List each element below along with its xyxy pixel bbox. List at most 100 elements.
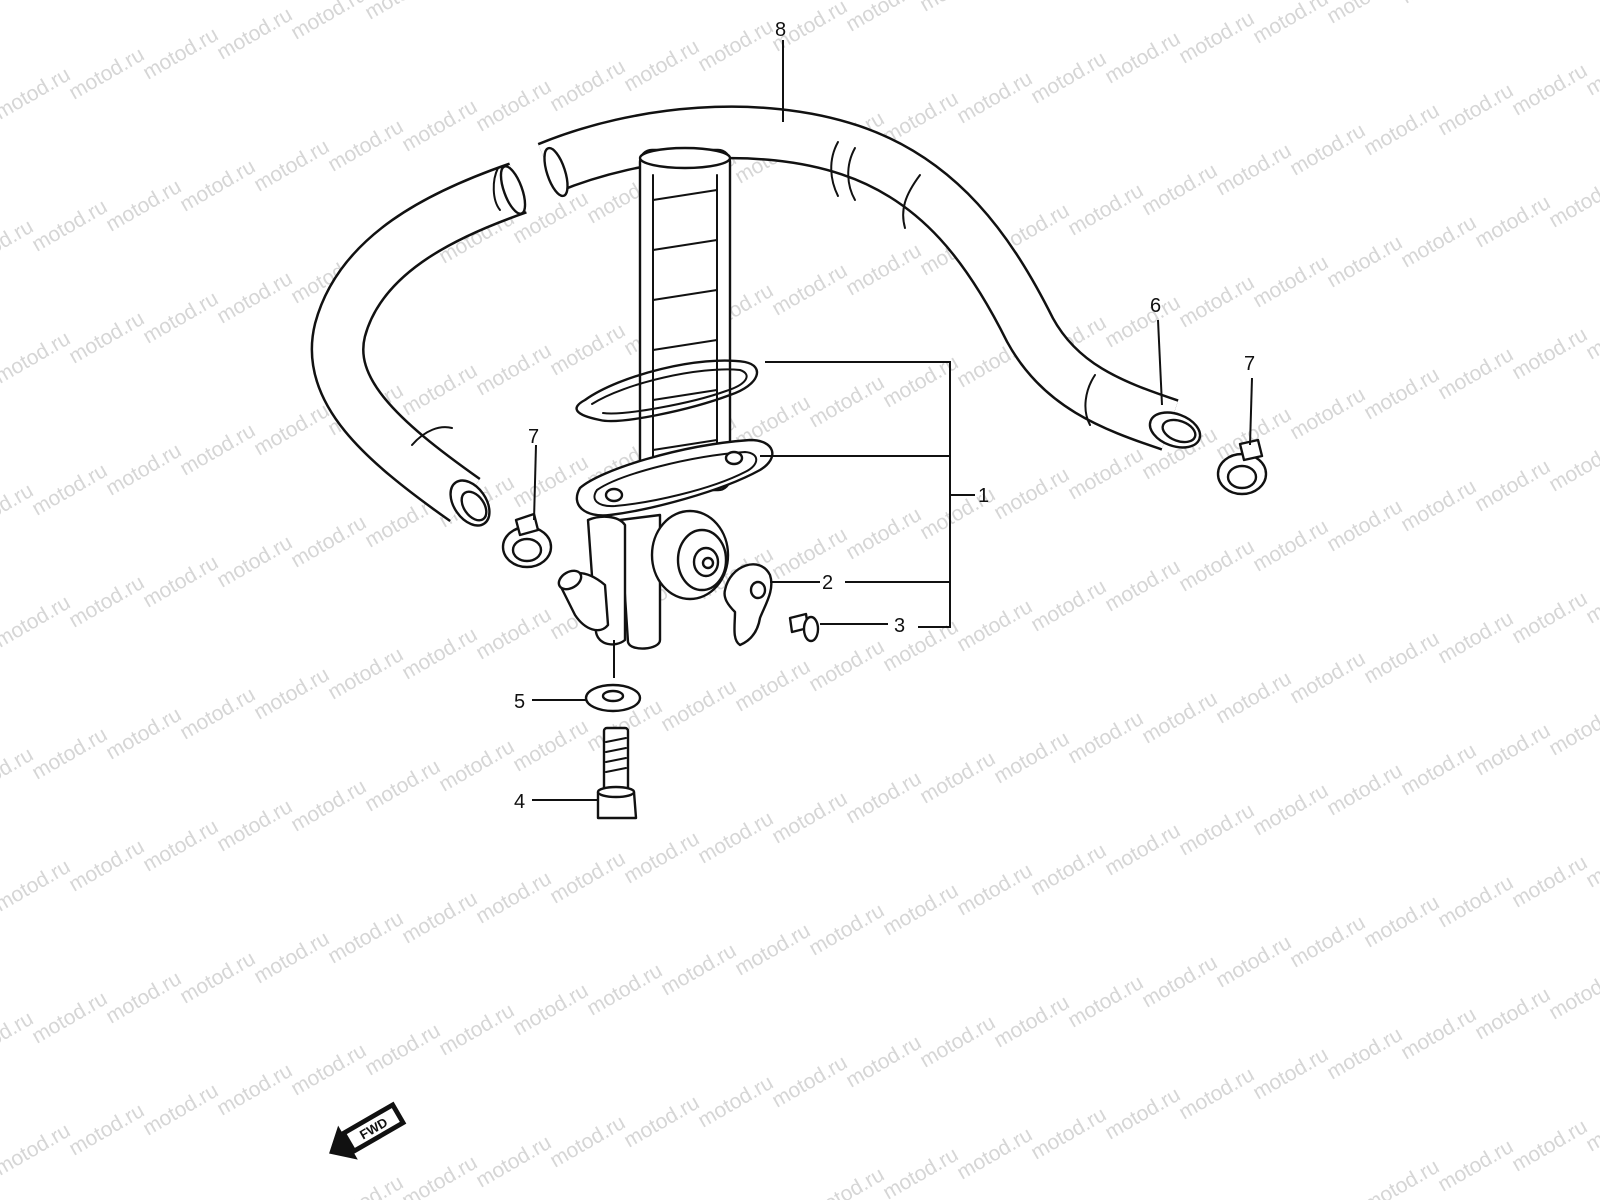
watermark-text: motod.ru	[1101, 819, 1184, 880]
callout-5: 5	[514, 691, 525, 713]
watermark-text: motod.ru	[1212, 667, 1295, 728]
watermark-text: motod.ru	[435, 735, 518, 796]
watermark-text: motod.ru	[1175, 799, 1258, 860]
watermark-text: motod.ru	[139, 551, 222, 612]
watermark-text: motod.ru	[398, 95, 481, 156]
watermark-text: motod.ru	[65, 307, 148, 368]
watermark-text: motod.ru	[472, 603, 555, 664]
watermark-text: motod.ru	[0, 1007, 37, 1068]
watermark-text: motod.ru	[324, 1171, 407, 1200]
watermark-text: motod.ru	[1471, 719, 1554, 780]
watermark-text: motod.ru	[1249, 251, 1332, 312]
watermark-text: motod.ru	[879, 1143, 962, 1200]
watermark-text: motod.ru	[250, 663, 333, 724]
watermark-text: motod.ru	[1360, 99, 1443, 160]
watermark-text: motod.ru	[1360, 627, 1443, 688]
watermark-text: motod.ru	[1397, 1003, 1480, 1064]
watermark-text: motod.ru	[139, 815, 222, 876]
watermark-text: motod.ru	[694, 1071, 777, 1132]
watermark-text: motod.ru	[1360, 363, 1443, 424]
watermark-text: motod.ru	[1175, 535, 1258, 596]
watermark-text: motod.ru	[1175, 7, 1258, 68]
watermark-text: motod.ru	[916, 0, 999, 16]
watermark-text: motod.ru	[990, 727, 1073, 788]
watermark-text: motod.ru	[213, 1059, 296, 1120]
watermark-text: motod.ru	[250, 399, 333, 460]
watermark-text: motod.ru	[213, 267, 296, 328]
watermark-text: motod.ru	[1212, 931, 1295, 992]
watermark-text: motod.ru	[768, 259, 851, 320]
watermark-text: motod.ru	[0, 327, 74, 388]
watermark-text: motod.ru	[1397, 475, 1480, 536]
watermark-text: motod.ru	[1138, 951, 1221, 1012]
callout-labels: 8 6 7 7 1 2 3 5 4	[514, 19, 1255, 813]
watermark-text: motod.ru	[1138, 159, 1221, 220]
watermark-text: motod.ru	[1545, 171, 1600, 232]
watermark-text: motod.ru	[1249, 0, 1332, 48]
watermark-text: motod.ru	[1323, 231, 1406, 292]
watermark-text: motod.ru	[213, 531, 296, 592]
watermark-text: motod.ru	[1286, 119, 1369, 180]
watermark-text: motod.ru	[472, 867, 555, 928]
callout-4: 4	[514, 791, 525, 813]
watermark-text: motod.ru	[1064, 707, 1147, 768]
watermark-text: motod.ru	[1175, 271, 1258, 332]
watermark-text: motod.ru	[139, 1079, 222, 1140]
watermark-text: motod.ru	[1027, 839, 1110, 900]
watermark-text: motod.ru	[842, 1031, 925, 1092]
watermark-text: motod.ru	[361, 1019, 444, 1080]
watermark-text: motod.ru	[250, 927, 333, 988]
watermark-text: motod.ru	[1508, 1115, 1591, 1176]
watermark-text: motod.ru	[0, 479, 37, 540]
watermark-text: motod.ru	[1434, 79, 1517, 140]
watermark-text: motod.ru	[398, 623, 481, 684]
watermark-text: motod.ru	[28, 459, 111, 520]
watermark-text: motod.ru	[0, 855, 74, 916]
screw-3	[788, 612, 820, 643]
watermark-text: motod.ru	[1397, 0, 1480, 8]
watermark-text: motod.ru	[361, 755, 444, 816]
watermark-text: motod.ru	[768, 523, 851, 584]
watermark-text: motod.ru	[509, 979, 592, 1040]
watermark-text: motod.ru	[28, 987, 111, 1048]
watermark-text: motod.ru	[1545, 435, 1600, 496]
watermark-text: motod.ru	[1360, 1155, 1443, 1200]
watermark-text: motod.ru	[1471, 455, 1554, 516]
watermark-text: motod.ru	[805, 635, 888, 696]
watermark-text: motod.ru	[731, 919, 814, 980]
callout-6: 6	[1150, 295, 1161, 317]
watermark-text: motod.ru	[398, 887, 481, 948]
watermark-text: motod.ru	[398, 1151, 481, 1200]
watermark-text: motod.ru	[546, 319, 629, 380]
watermark-text: motod.ru	[583, 959, 666, 1020]
watermark-text: motod.ru	[842, 239, 925, 300]
watermark-text: motod.ru	[1323, 759, 1406, 820]
watermark-text: motod.ru	[1249, 1043, 1332, 1104]
watermark-text: motod.ru	[953, 859, 1036, 920]
watermark-text: motod.ru	[65, 43, 148, 104]
watermark-text: motod.ru	[657, 939, 740, 1000]
watermark-text: motod.ru	[1138, 687, 1221, 748]
watermark-text: motod.ru	[0, 215, 37, 276]
watermark-text: motod.ru	[1175, 1063, 1258, 1124]
watermark-text: motod.ru	[398, 359, 481, 420]
watermark-text: motod.ru	[1286, 911, 1369, 972]
watermark-text: motod.ru	[176, 947, 259, 1008]
watermark-text: motod.ru	[842, 503, 925, 564]
watermark-text: motod.ru	[990, 463, 1073, 524]
clamp-7-left	[501, 512, 553, 569]
watermark-text: motod.ru	[28, 195, 111, 256]
callout-2: 2	[822, 572, 833, 594]
watermark-text: motod.ru	[102, 703, 185, 764]
callout-7-right: 7	[1244, 353, 1255, 375]
watermark-text: motod.ru	[990, 991, 1073, 1052]
callout-1: 1	[978, 485, 989, 507]
watermark-text: motod.ru	[287, 0, 370, 44]
watermark-text: motod.ru	[1212, 139, 1295, 200]
callout-7-left: 7	[528, 426, 539, 448]
watermark-text: motod.ru	[731, 655, 814, 716]
watermark-text: motod.ru	[1508, 851, 1591, 912]
watermark-text: motod.ru	[1286, 383, 1369, 444]
